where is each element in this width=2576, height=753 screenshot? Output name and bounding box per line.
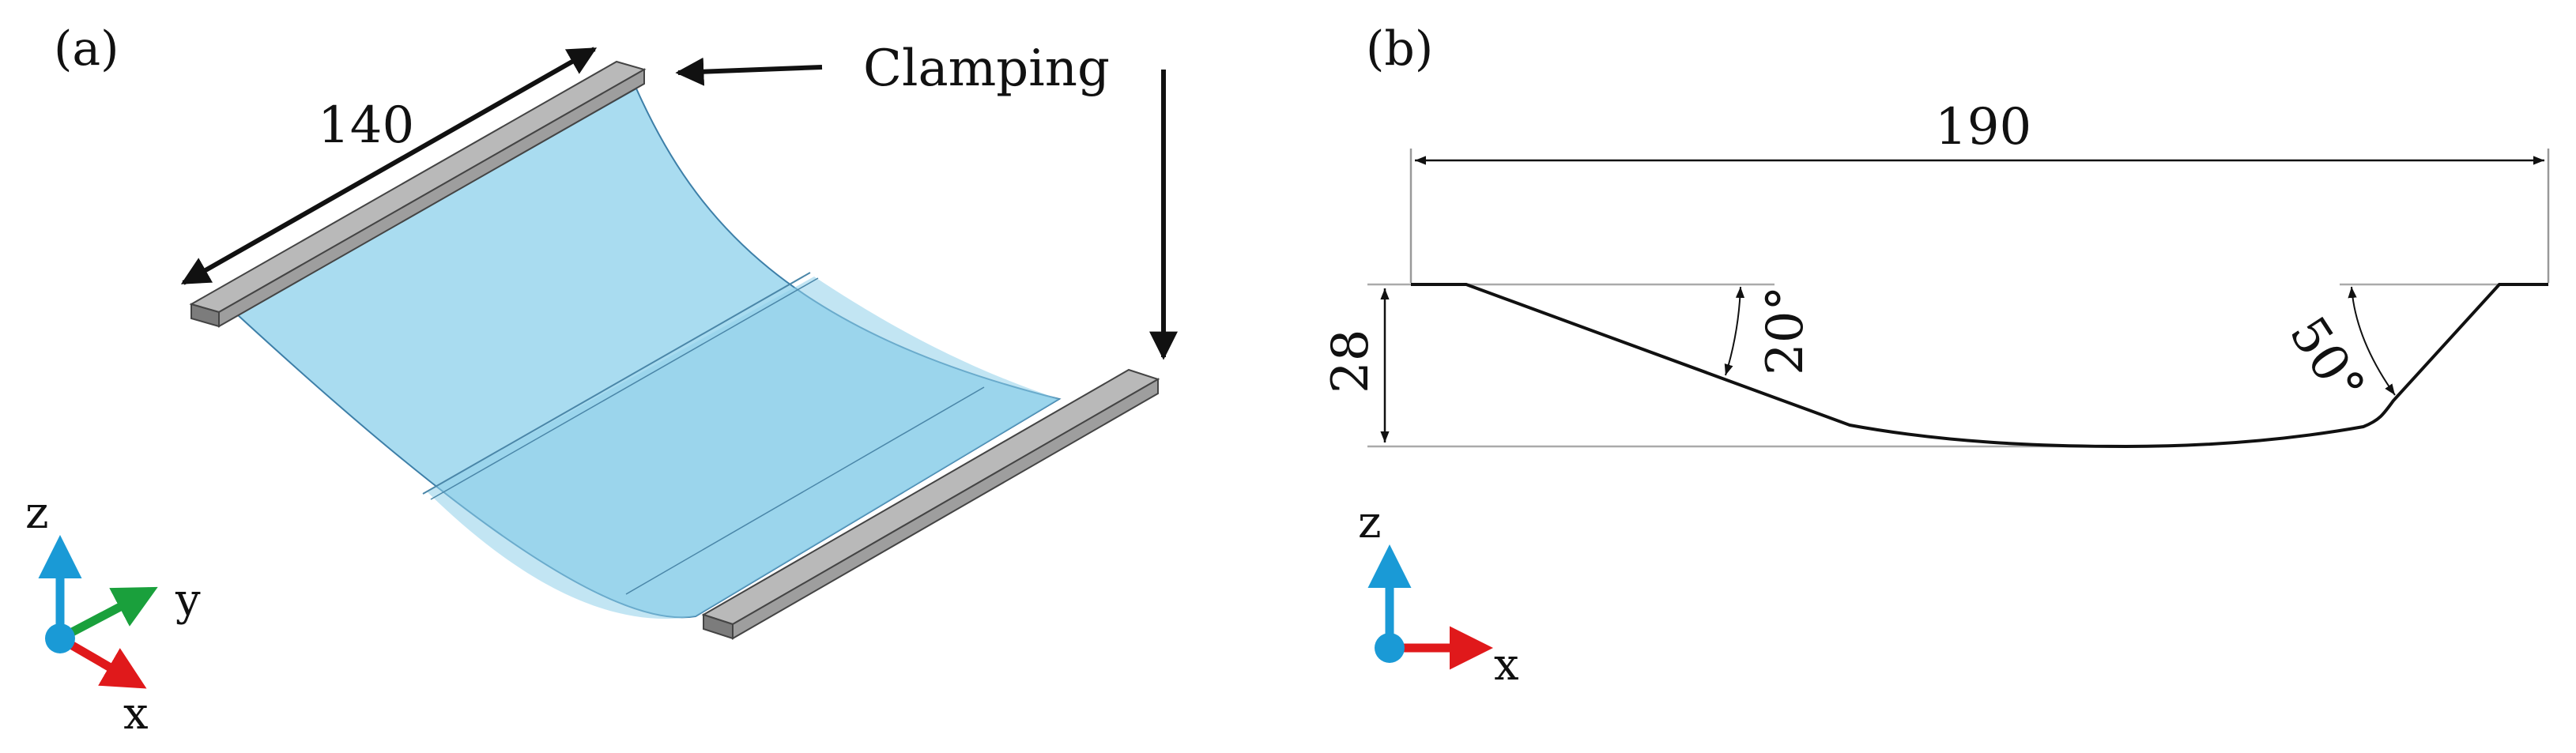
clamp-bar-bottom xyxy=(701,368,1160,640)
seam-line-1b xyxy=(430,277,819,500)
z-axis-label: z xyxy=(25,488,49,539)
panel-a: (a) 140 Clamping xyxy=(25,21,1178,740)
seam-line-2 xyxy=(625,386,985,595)
length-dimension-arrow xyxy=(180,47,598,285)
angle-label-right: 50° xyxy=(2278,307,2376,413)
x-axis-arrow xyxy=(58,634,147,689)
angle-arc-right xyxy=(2348,286,2396,396)
z-axis-label-b: z xyxy=(1358,497,1382,548)
panel-a-label: (a) xyxy=(54,21,119,77)
axis-origin xyxy=(45,623,75,653)
y-axis-label: y xyxy=(175,574,201,626)
panel-b-label: (b) xyxy=(1366,21,1433,77)
x-axis-label-b: x xyxy=(1494,639,1519,691)
width-dimension-label: 190 xyxy=(1935,98,2031,156)
panel-b: (b) 190 28 20° 50° z x xyxy=(1322,21,2550,691)
clamping-label: Clamping xyxy=(863,40,1110,98)
height-dimension-label: 28 xyxy=(1322,329,1380,393)
axis-triad-a: z y x xyxy=(25,488,201,740)
seam-line-1 xyxy=(422,272,811,495)
length-dimension-label: 140 xyxy=(318,96,414,155)
y-axis-arrow xyxy=(58,586,158,642)
sheet-shading xyxy=(427,277,1059,619)
angle-label-left: 20° xyxy=(1756,286,1815,375)
x-axis-label: x xyxy=(123,688,149,740)
axis-origin-b xyxy=(1375,633,1405,663)
clamping-arrow-left xyxy=(675,57,823,86)
axis-triad-b: z x xyxy=(1358,497,1519,691)
profile-curve xyxy=(1411,283,2548,449)
angle-arc-left xyxy=(1724,286,1745,376)
